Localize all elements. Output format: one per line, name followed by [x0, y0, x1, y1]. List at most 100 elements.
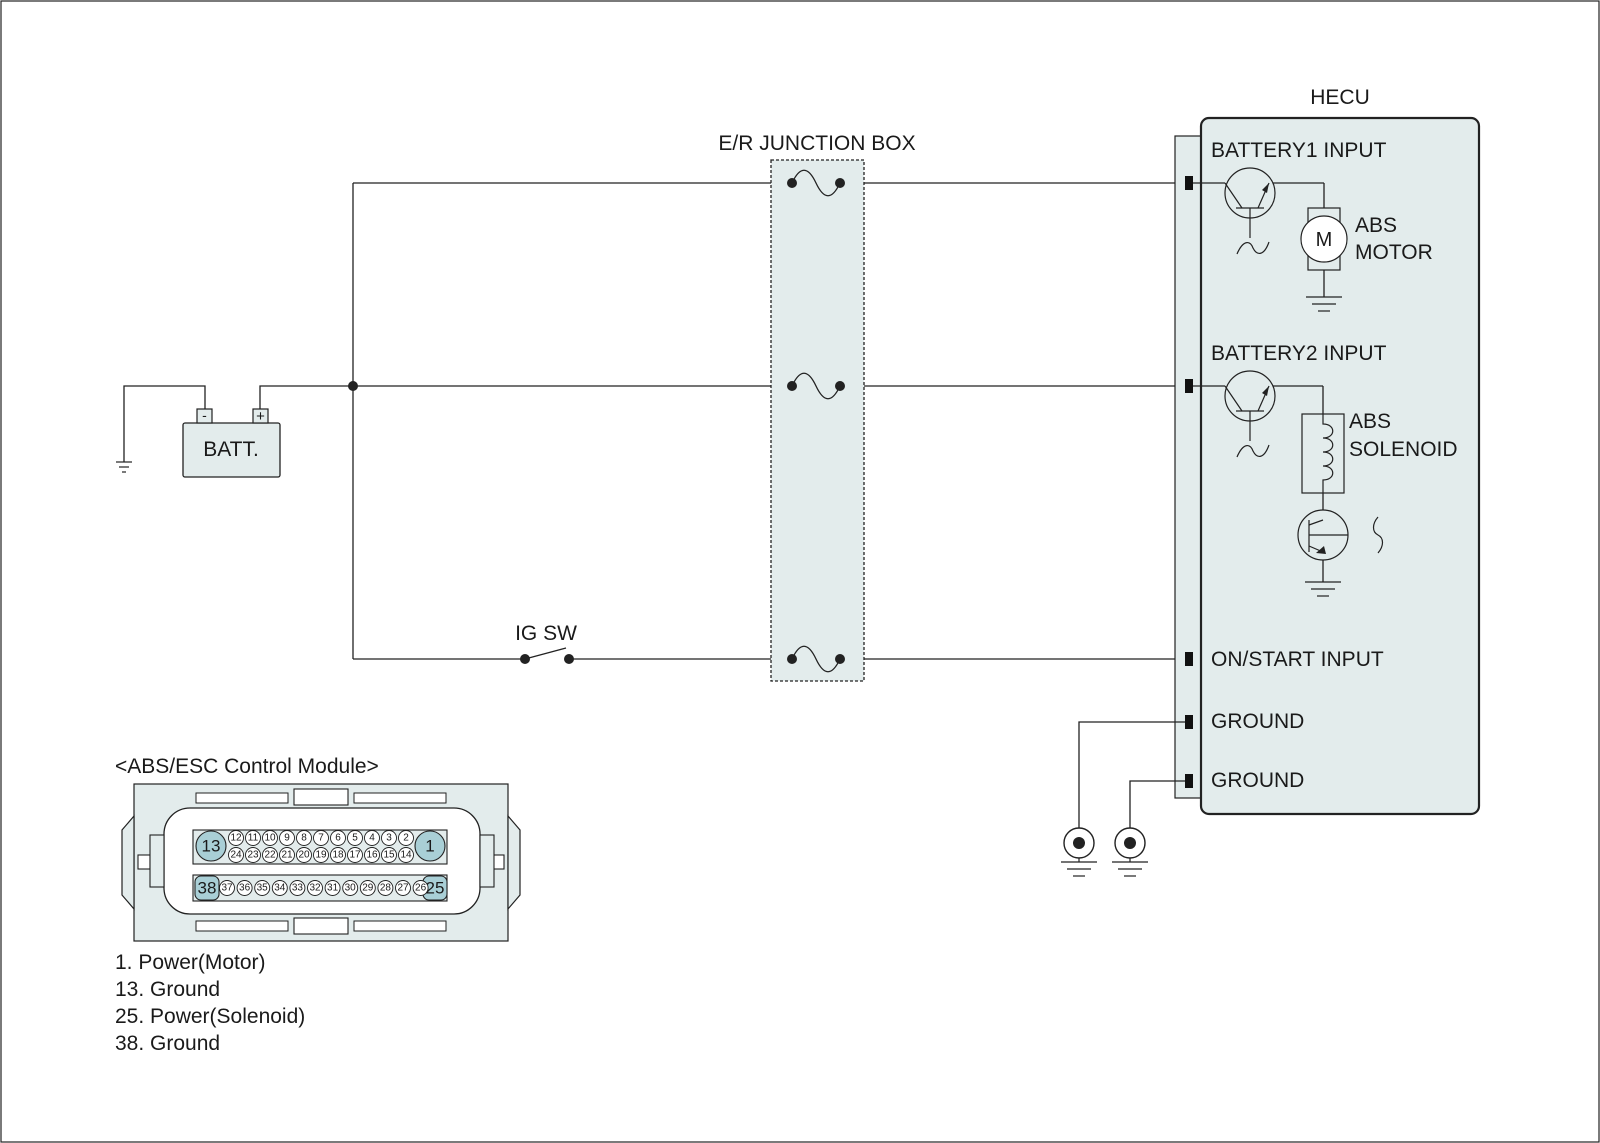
- pin: [395, 880, 411, 896]
- terminal-ground-2: [1185, 774, 1193, 788]
- pin-label: 3: [386, 833, 392, 844]
- pin: [245, 847, 261, 863]
- pin: [245, 830, 261, 846]
- ground-label-1: GROUND: [1211, 710, 1304, 733]
- pin-legend-item: 25. Power(Solenoid): [115, 1005, 305, 1028]
- main-wiring: [259, 182, 1185, 660]
- pin: [279, 830, 295, 846]
- pin-big: [195, 830, 227, 862]
- pin: [228, 830, 244, 846]
- pin-label: 10: [264, 833, 276, 844]
- pin: [236, 880, 253, 896]
- pin-label: 16: [366, 850, 378, 861]
- pin-label: 8: [301, 833, 307, 844]
- abs-solenoid-label-line1: ABS: [1349, 410, 1391, 433]
- pin: [324, 880, 341, 896]
- pin: [262, 830, 278, 846]
- pin-label: 5: [352, 833, 358, 844]
- pin-label: 37: [221, 883, 233, 894]
- pin-label: 11: [248, 833, 259, 844]
- pin-legend: 1. Power(Motor) 13. Ground 25. Power(Sol…: [115, 951, 305, 1055]
- pin-big-label: 1: [425, 837, 434, 856]
- pin-big: [194, 875, 220, 901]
- pin: [296, 847, 312, 863]
- battery-body: [182, 422, 281, 478]
- chassis-ground-icon: [116, 461, 132, 473]
- abs-solenoid-label-line2: SOLENOID: [1349, 438, 1458, 461]
- pin-label: 4: [369, 833, 375, 844]
- motor-symbol: M: [1316, 229, 1333, 251]
- pin: [330, 847, 346, 863]
- pin-legend-item: 1. Power(Motor): [115, 951, 266, 974]
- pin-label: 24: [230, 850, 242, 861]
- pin: [296, 830, 312, 846]
- hecu-internal-wiring: [1193, 182, 1325, 582]
- pin-label: 20: [298, 850, 310, 861]
- pin: [381, 830, 397, 846]
- pin-label: 27: [397, 883, 409, 894]
- on-start-input-label: ON/START INPUT: [1211, 648, 1384, 671]
- pin: [330, 830, 346, 846]
- pin: [289, 880, 306, 896]
- pin-big-label: 13: [202, 837, 221, 856]
- motor-icon: M: [1300, 207, 1348, 271]
- pin-label: 19: [315, 850, 327, 861]
- pin: [377, 880, 394, 896]
- pin: [271, 880, 288, 896]
- pin-label: 9: [284, 833, 290, 844]
- pin: [398, 847, 414, 863]
- pin: [279, 847, 295, 863]
- pin-label: 36: [239, 883, 251, 894]
- fuse-2: [787, 372, 845, 400]
- solenoid-icon: [1301, 413, 1345, 494]
- pin-label: 6: [335, 833, 341, 844]
- pin: [313, 847, 329, 863]
- pin: [412, 880, 429, 896]
- pin-label: 21: [281, 850, 293, 861]
- pin-big: [414, 830, 446, 862]
- abs-motor-label-line2: MOTOR: [1355, 241, 1433, 264]
- hecu-connector-strip: [1174, 135, 1202, 799]
- battery-pos-sign: +: [256, 408, 265, 425]
- pin-label: 18: [332, 850, 344, 861]
- pin-label: 28: [380, 883, 392, 894]
- pin-legend-item: 13. Ground: [115, 978, 220, 1001]
- pin: [262, 847, 278, 863]
- ground-icon: [1306, 296, 1342, 312]
- pin: [364, 847, 380, 863]
- abs-motor-label-line1: ABS: [1355, 214, 1397, 237]
- battery1-input-label: BATTERY1 INPUT: [1211, 139, 1387, 162]
- pin-label: 2: [403, 833, 409, 844]
- battery-neg-sign: -: [202, 407, 207, 423]
- pin: [219, 880, 235, 896]
- pin: [398, 830, 414, 846]
- battery-neg-terminal: [196, 408, 213, 424]
- connector-title: <ABS/ESC Control Module>: [115, 755, 379, 778]
- pin: [228, 847, 244, 863]
- pin: [313, 830, 329, 846]
- ig-switch-label: IG SW: [515, 622, 577, 645]
- hecu-module: HECU BATTERY1 INPUT BATTERY2 INPUT ON/ST…: [1174, 86, 1481, 816]
- battery2-input-label: BATTERY2 INPUT: [1211, 342, 1387, 365]
- pin-label: 22: [264, 850, 276, 861]
- transistor-icon: [1297, 509, 1384, 561]
- fuse-3: [787, 645, 845, 673]
- pin-label: 26: [415, 883, 427, 894]
- pin: [307, 880, 323, 896]
- pin-label: 12: [230, 833, 242, 844]
- pin-label: 23: [247, 850, 259, 861]
- terminal-ground-1: [1185, 715, 1193, 729]
- ground-icon: [1305, 581, 1341, 597]
- pin-label: 17: [349, 850, 361, 861]
- pin: [364, 830, 380, 846]
- pin: [347, 847, 363, 863]
- pin-label: 33: [292, 883, 304, 894]
- pin: [347, 830, 363, 846]
- pin: [254, 880, 271, 896]
- ground-terminal-icon: [1112, 827, 1148, 877]
- pin-big-label: 25: [426, 879, 445, 898]
- pin-big-label: 38: [198, 879, 217, 898]
